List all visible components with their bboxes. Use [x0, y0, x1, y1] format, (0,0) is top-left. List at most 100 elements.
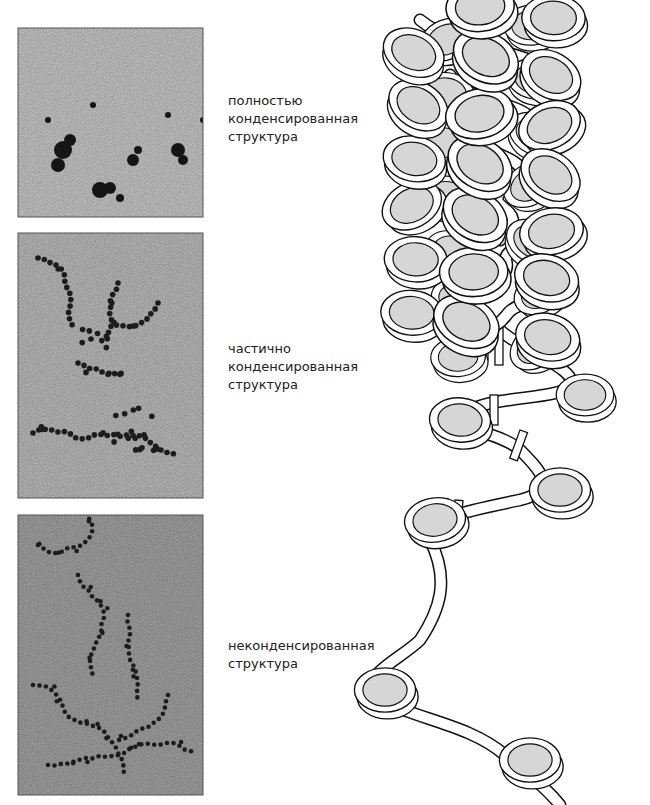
particle	[125, 619, 130, 624]
nucleosome	[499, 738, 563, 789]
particle	[117, 371, 123, 377]
particle	[76, 573, 81, 578]
particle	[67, 715, 72, 720]
particle	[139, 742, 144, 747]
particle	[81, 363, 87, 369]
particle	[35, 255, 41, 261]
particle	[116, 753, 121, 758]
particle	[131, 663, 136, 668]
particle	[60, 703, 65, 708]
particle	[171, 143, 185, 157]
particle	[148, 311, 154, 317]
nucleosome	[439, 246, 512, 305]
particle	[87, 519, 92, 524]
micrograph-grain	[18, 28, 203, 217]
particle	[110, 740, 115, 745]
particle	[127, 651, 132, 656]
particle	[65, 761, 70, 766]
particle	[90, 671, 95, 676]
particle	[104, 736, 109, 741]
particle	[182, 747, 187, 752]
particle	[144, 316, 150, 322]
particle	[98, 599, 103, 604]
particle	[54, 692, 59, 697]
particle	[92, 432, 98, 438]
particle	[157, 717, 162, 722]
particle	[95, 331, 101, 337]
particle	[89, 665, 94, 670]
particle	[165, 112, 171, 118]
particle	[91, 724, 96, 729]
particle	[171, 451, 177, 457]
particle	[105, 606, 110, 611]
particle	[120, 323, 126, 329]
micrograph-frame	[18, 233, 203, 498]
particle	[99, 603, 104, 608]
particle	[134, 729, 139, 734]
particle	[78, 579, 83, 584]
particle	[109, 754, 114, 759]
particle	[161, 712, 166, 717]
particle	[134, 146, 142, 154]
particle	[67, 316, 73, 322]
particle	[132, 436, 138, 442]
particle	[100, 631, 105, 636]
particle	[105, 371, 111, 377]
particle	[103, 755, 108, 760]
micrograph-ground	[18, 233, 203, 498]
particle	[84, 719, 89, 724]
particle	[49, 427, 55, 433]
particle	[122, 770, 127, 775]
particle	[71, 545, 76, 550]
particle	[52, 684, 57, 689]
particle	[77, 757, 82, 762]
particle	[59, 762, 64, 767]
particle	[133, 745, 138, 750]
structure-label: полностью конденсированная структура	[228, 92, 368, 146]
particle	[95, 722, 100, 727]
particle	[56, 551, 61, 556]
particle	[128, 658, 133, 663]
particle	[127, 625, 132, 630]
nucleosome	[521, 0, 589, 49]
particle	[52, 763, 57, 768]
particle	[164, 699, 169, 704]
particle	[115, 280, 121, 286]
particle	[80, 327, 86, 333]
particle	[179, 740, 184, 745]
particle	[189, 749, 194, 754]
particle	[78, 544, 83, 549]
nucleosome	[427, 395, 495, 451]
particle	[88, 659, 93, 664]
particle	[136, 406, 142, 412]
micrograph-frame	[18, 28, 203, 217]
nucleosome	[354, 668, 418, 719]
particle	[164, 450, 170, 456]
particle	[62, 278, 68, 284]
particle	[123, 736, 128, 741]
particle	[129, 746, 134, 751]
particle	[124, 644, 129, 649]
particle	[64, 285, 70, 291]
nucleosome	[444, 0, 521, 42]
particle	[131, 407, 137, 413]
particle	[90, 756, 95, 761]
particle	[63, 709, 68, 714]
particle	[45, 117, 51, 123]
particle	[67, 290, 73, 296]
structure-label: частично конденсированная структура	[228, 340, 368, 394]
particle	[94, 640, 99, 645]
particles	[31, 515, 194, 774]
particle	[127, 154, 139, 166]
particle	[39, 424, 45, 430]
particles	[30, 255, 176, 456]
particle	[171, 741, 176, 746]
particle	[99, 338, 105, 344]
nucleosome	[507, 247, 586, 317]
nucleosome	[441, 82, 523, 153]
particle	[158, 742, 163, 747]
particle	[86, 435, 92, 441]
particle	[37, 542, 42, 547]
particle	[119, 734, 124, 739]
particle	[122, 411, 128, 417]
